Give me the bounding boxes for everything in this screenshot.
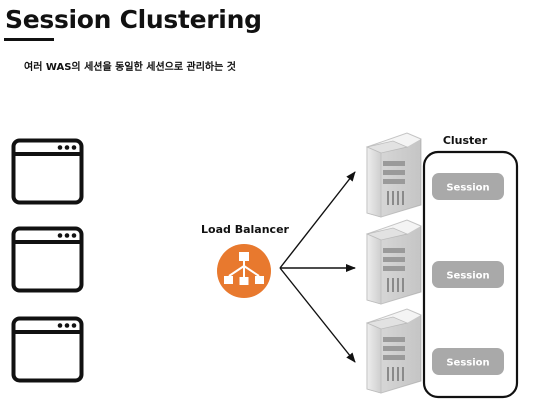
session-label: Session [446,271,489,282]
arrow-to-server-3 [279,267,356,363]
title-underline [4,38,54,41]
arrow-to-server-1 [279,171,356,269]
client-browser-2 [11,226,84,293]
cluster-box [422,150,519,399]
session-3: Session [432,348,504,375]
browser-window-icon [11,138,84,205]
page-title: Session Clustering [5,5,262,34]
session-2: Session [432,261,504,288]
server-2 [365,219,422,305]
server-icon [365,132,422,218]
browser-window-icon [11,316,84,383]
arrows [279,171,356,363]
server-icon [365,308,422,394]
load-balancer-label: Load Balancer [201,223,290,236]
server-3 [365,308,422,394]
server-1 [365,132,422,218]
subtitle: 여러 WAS의 세션을 동일한 세션으로 관리하는 것 [24,62,237,73]
client-browser-3 [11,316,84,383]
session-1: Session [432,173,504,200]
session-label: Session [446,358,489,369]
browser-window-icon [11,226,84,293]
cluster-label: Cluster [443,134,488,147]
session-label: Session [446,183,489,194]
client-browser-1 [11,138,84,205]
server-icon [365,219,422,305]
load-balancer-icon [217,244,271,298]
